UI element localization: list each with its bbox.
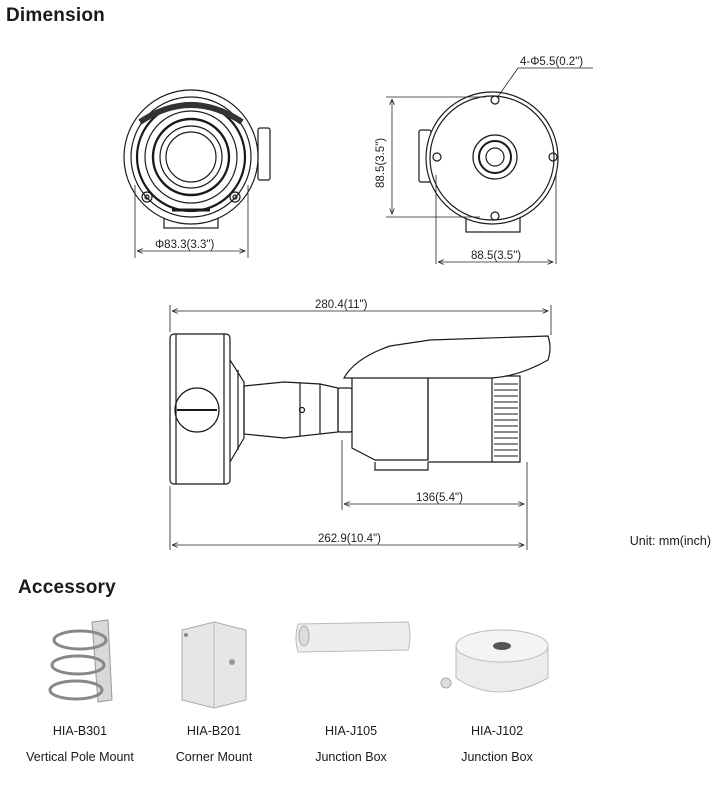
back-width-label: 88.5(3.5") bbox=[471, 250, 521, 262]
accessory-model: HIA-J102 bbox=[470, 724, 524, 738]
front-width-label: Φ83.3(3.3") bbox=[155, 239, 214, 251]
accessory-model: HIA-B301 bbox=[52, 724, 108, 738]
side-lens-label: 136(5.4") bbox=[416, 492, 463, 504]
dimension-heading: Dimension bbox=[6, 5, 105, 26]
accessory-name: Junction Box bbox=[315, 750, 387, 764]
accessory-model: HIA-J105 bbox=[324, 724, 378, 738]
accessory-name: Corner Mount bbox=[175, 750, 253, 764]
back-hole-label: 4-Φ5.5(0.2") bbox=[520, 56, 583, 68]
pole-mount-image bbox=[48, 619, 113, 703]
front-width-dimension bbox=[134, 185, 249, 258]
back-height-label: 88.5(3.5") bbox=[375, 138, 387, 188]
side-view-drawing bbox=[169, 333, 551, 485]
junction-box-j105-image bbox=[295, 621, 411, 653]
corner-mount-image bbox=[181, 621, 247, 709]
junction-box-j102-image bbox=[440, 629, 549, 693]
accessory-model: HIA-B201 bbox=[186, 724, 242, 738]
back-view-drawing bbox=[418, 91, 559, 233]
side-dimensions-lines bbox=[169, 305, 552, 550]
unit-note: Unit: mm(inch) bbox=[629, 534, 711, 548]
back-dimensions-lines bbox=[386, 67, 593, 264]
accessory-name: Junction Box bbox=[461, 750, 533, 764]
accessory-name: Vertical Pole Mount bbox=[26, 750, 134, 764]
accessory-heading: Accessory bbox=[18, 577, 116, 598]
side-total-bottom-label: 262.9(10.4") bbox=[318, 533, 381, 545]
side-total-top-label: 280.4(11") bbox=[315, 299, 368, 311]
front-view-drawing bbox=[123, 89, 271, 229]
side-fins bbox=[494, 383, 518, 457]
